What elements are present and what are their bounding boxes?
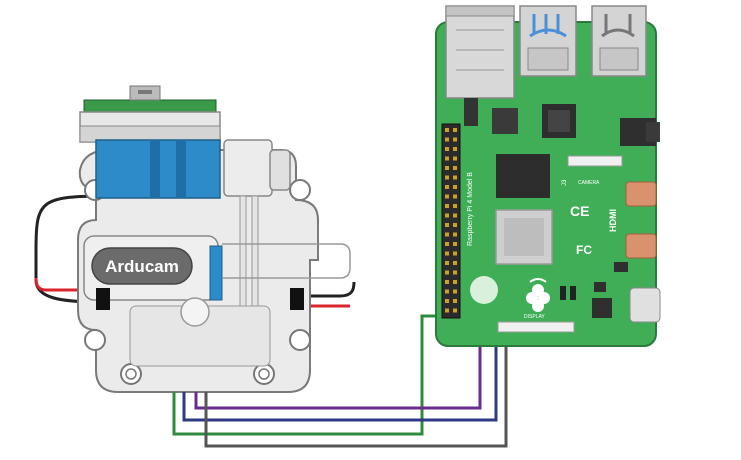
mount-hole <box>289 179 311 201</box>
mount-hole <box>289 329 311 351</box>
gpio-pin <box>445 185 449 189</box>
micro-hdmi-0 <box>625 181 657 207</box>
camera-top-pcb <box>83 99 217 113</box>
gpio-pin <box>453 270 457 275</box>
brand-text: Arducam <box>105 257 179 276</box>
poe-header <box>464 98 478 126</box>
gpio-pin <box>453 251 457 256</box>
gpio-pin <box>445 223 449 227</box>
gpio-pin <box>445 299 449 303</box>
gpio-pin <box>445 308 449 313</box>
gpio-pin <box>445 194 449 199</box>
cable-black-right <box>310 281 356 298</box>
gpio-pin <box>453 223 457 227</box>
flex-ribbon <box>209 245 223 301</box>
wire-green <box>172 314 454 436</box>
gpio-pin <box>445 137 449 142</box>
gpio-pin <box>453 308 457 313</box>
gpio-pin <box>445 156 449 161</box>
chip-small <box>492 108 518 134</box>
gpio-pin <box>453 156 457 161</box>
gpio-pin <box>453 204 457 208</box>
display-port-label: DISPLAY <box>524 314 545 320</box>
gpio-pin <box>453 147 457 151</box>
brand-badge <box>91 247 193 285</box>
gpio-pin <box>445 166 449 170</box>
gpio-pin <box>445 261 449 265</box>
camera-port <box>567 155 623 167</box>
wire-connection-pad <box>470 276 498 304</box>
gpio-pin <box>445 147 449 151</box>
raspberry-logo-icon <box>526 278 550 312</box>
gpio-pin <box>453 289 457 294</box>
mount-hole <box>84 329 106 351</box>
gpio-pin <box>445 280 449 284</box>
motor-block <box>223 139 273 197</box>
camera-module: Arducam <box>34 85 356 393</box>
camera-port-label: CAMERA <box>578 180 600 186</box>
gpio-pin <box>445 175 449 180</box>
micro-hdmi-1 <box>625 233 657 259</box>
gpio-pin <box>453 261 457 265</box>
gpio-pin <box>453 166 457 170</box>
gpio-pin <box>453 185 457 189</box>
gpio-pin <box>445 270 449 275</box>
gpio-pin <box>453 213 457 218</box>
ram-chip <box>496 154 550 198</box>
usb-c-port <box>629 287 661 323</box>
j3-label: J3 <box>562 179 568 186</box>
gpio-pin <box>445 289 449 294</box>
gpio-pin <box>445 251 449 256</box>
board-model-label: Raspberry Pi 4 Model B <box>467 172 474 246</box>
gpio-pin <box>445 128 449 132</box>
gpio-pin <box>445 242 449 246</box>
display-port <box>497 321 575 333</box>
raspberry-pi-board: Raspberry Pi 4 Model B J3 CAMERA CE FC H… <box>435 5 661 347</box>
gpio-pin <box>453 280 457 284</box>
fcc-mark: FC <box>576 243 592 257</box>
gpio-pin <box>453 137 457 142</box>
gpio-pins <box>445 128 457 313</box>
gpio-pin <box>453 232 457 237</box>
gpio-pin <box>445 232 449 237</box>
gpio-pin <box>453 175 457 180</box>
hdmi-label: HDMI <box>608 209 618 232</box>
ethernet-port <box>445 5 515 99</box>
gpio-pin <box>453 242 457 246</box>
gpio-header <box>441 123 461 319</box>
gpio-pin <box>453 128 457 132</box>
gpio-pin <box>453 299 457 303</box>
gpio-pin <box>445 213 449 218</box>
gpio-pin <box>453 194 457 199</box>
cable-black-left <box>34 194 111 304</box>
cable-red-left <box>34 277 100 292</box>
gpio-pin <box>445 204 449 208</box>
ce-mark: CE <box>570 203 589 219</box>
